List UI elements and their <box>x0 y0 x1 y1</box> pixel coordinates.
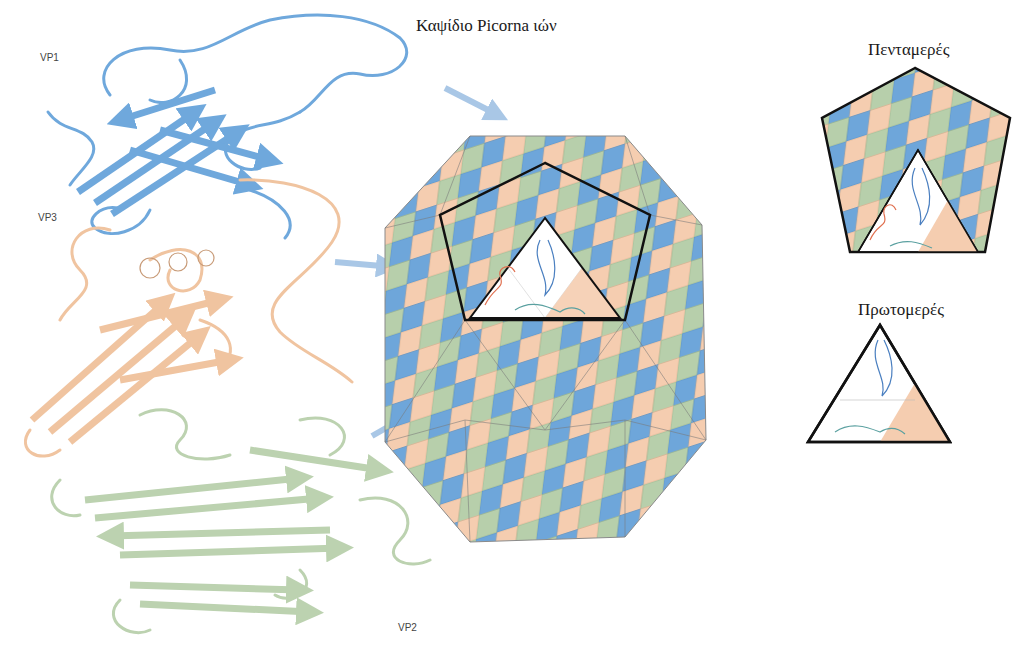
protein-label: VP1 <box>40 52 59 64</box>
pentamer-label: Πενταμερές <box>868 40 949 60</box>
protein-label: VP2 <box>398 622 417 634</box>
protomer-label: Πρωτομερές <box>858 300 944 320</box>
capsid-title: Καψίδιο Picorna ιών <box>416 16 557 36</box>
protein-label: VP3 <box>38 212 57 224</box>
